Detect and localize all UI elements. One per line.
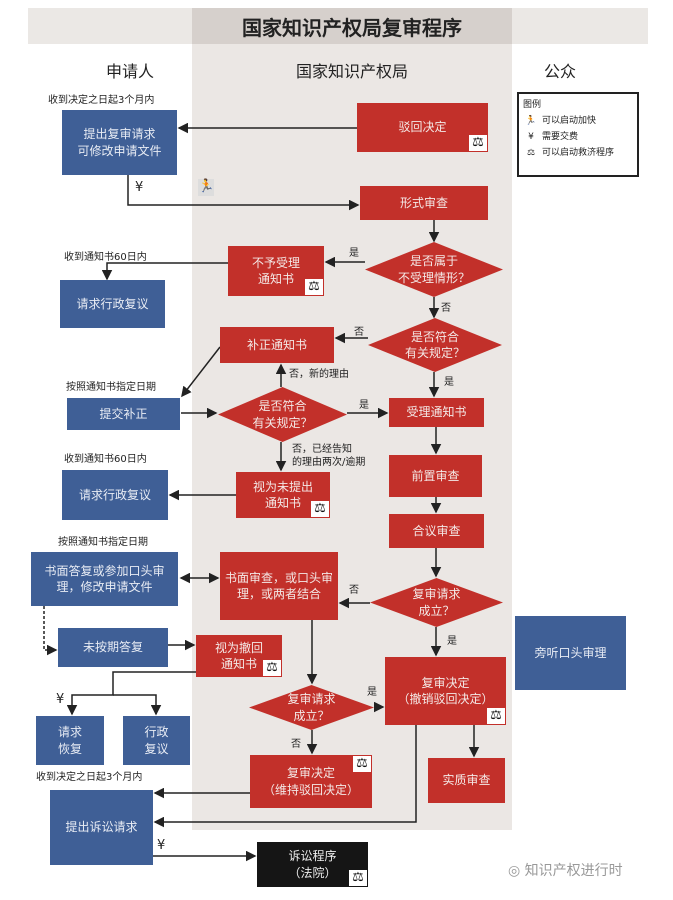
formal-exam-box[interactable]: 形式审查 <box>360 186 488 220</box>
edge-label-no: 否 <box>441 303 451 314</box>
written-or-oral-exam-box[interactable]: 书面审查，或口头审理，或两者结合 <box>220 552 338 620</box>
box-label: 不予受理 通知书 <box>251 255 300 286</box>
rejection-decision-box[interactable]: 驳回决定 ⚖ <box>357 103 488 152</box>
page-title: 国家知识产权局复审程序 <box>242 16 462 40</box>
watermark-text: 知识产权进行时 <box>524 863 623 879</box>
legend-title: 图例 <box>523 100 542 110</box>
box-label: 复审决定 （维持驳回决定） <box>262 766 359 797</box>
caption-within-3-months: 收到决定之日起3个月内 <box>48 95 155 106</box>
edge-label-no: 否 <box>349 585 359 596</box>
deemed-not-filed-box[interactable]: 视为未提出 通知书⚖ <box>236 472 330 518</box>
decision-uphold-box[interactable]: 复审决定 （维持驳回决定）⚖ <box>250 755 372 808</box>
runner-icon: 🏃 <box>198 179 215 196</box>
runner-icon: 🏃 <box>525 116 537 126</box>
edge-label-yes: 是 <box>349 248 359 259</box>
admin-review-box[interactable]: 请求行政复议 <box>62 470 168 520</box>
legend-item: ⚖ 可以启动救济程序 <box>523 145 633 161</box>
legend-label: 需要交费 <box>542 132 579 142</box>
box-label: 驳回决定 <box>398 120 447 135</box>
edge-label-yes: 是 <box>367 687 377 698</box>
column-header-applicant: 申请人 <box>105 62 154 81</box>
decision-revoke-box[interactable]: 复审决定 （撤销驳回决定） ⚖ <box>385 657 506 725</box>
attend-oral-hearing-box[interactable]: 旁听口头审理 <box>515 616 626 690</box>
legend-item: ¥ 需要交费 <box>523 129 633 145</box>
edge-label-no-new-reason: 否，新的理由 <box>289 369 349 380</box>
file-lawsuit-box[interactable]: 提出诉讼请求 <box>50 790 153 865</box>
yen-icon: ¥ <box>135 180 144 195</box>
wechat-icon: ◎ <box>508 863 525 879</box>
submit-reexam-box[interactable]: 提出复审请求 可修改申请文件 <box>62 110 177 175</box>
column-header-public: 公众 <box>543 62 576 81</box>
title-band-center <box>192 8 512 44</box>
edge-label-no-twice: 否，已经告知 的理由两次/逾期 <box>292 444 366 468</box>
scales-icon: ⚖ <box>263 660 281 676</box>
submit-correction-box[interactable]: 提交补正 <box>67 398 180 430</box>
yen-icon: ¥ <box>56 692 65 707</box>
legend-label: 可以启动加快 <box>542 116 597 126</box>
yen-icon: ¥ <box>528 132 534 142</box>
legend-item: 🏃 可以启动加快 <box>523 113 633 129</box>
acceptance-notice-box[interactable]: 受理通知书 <box>389 398 484 427</box>
admin-review-box[interactable]: 请求行政复议 <box>60 280 165 328</box>
box-label: 复审决定 （撤销驳回决定） <box>397 675 494 706</box>
admin-review-box[interactable]: 行政 复议 <box>123 716 190 765</box>
scales-icon: ⚖ <box>305 279 323 295</box>
request-restore-box[interactable]: 请求 恢复 <box>36 716 104 765</box>
legend: 图例 🏃 可以启动加快 ¥ 需要交费 ⚖ 可以启动救济程序 <box>517 92 639 177</box>
pre-exam-box[interactable]: 前置审查 <box>389 455 482 497</box>
caption-within-60-days: 收到通知书60日内 <box>64 454 147 465</box>
substantive-exam-box[interactable]: 实质审查 <box>428 758 505 803</box>
scales-icon: ⚖ <box>487 708 505 724</box>
box-label: 诉讼程序 （法院） <box>288 849 337 880</box>
scales-icon: ⚖ <box>349 870 367 886</box>
caption-by-deadline: 按照通知书指定日期 <box>58 537 148 548</box>
edge-label-no: 否 <box>354 327 364 338</box>
edge-label-no: 否 <box>291 739 301 750</box>
scales-icon: ⚖ <box>469 135 487 151</box>
box-label: 视为未提出 通知书 <box>252 479 313 510</box>
box-label: 视为撤回 通知书 <box>214 640 263 671</box>
column-header-office: 国家知识产权局 <box>295 62 408 81</box>
caption-within-3-months: 收到决定之日起3个月内 <box>36 772 143 783</box>
caption-within-60-days: 收到通知书60日内 <box>64 252 147 263</box>
scales-icon: ⚖ <box>526 148 536 158</box>
edge-label-yes: 是 <box>447 636 457 647</box>
court-litigation-box[interactable]: 诉讼程序 （法院） ⚖ <box>257 842 368 887</box>
edge-label-yes: 是 <box>359 400 369 411</box>
not-accepted-notice-box[interactable]: 不予受理 通知书 ⚖ <box>228 246 324 296</box>
edge-label-yes: 是 <box>444 377 454 388</box>
legend-label: 可以启动救济程序 <box>542 148 615 158</box>
scales-icon: ⚖ <box>353 756 371 772</box>
scales-icon: ⚖ <box>311 501 329 517</box>
yen-icon: ¥ <box>157 838 166 853</box>
deemed-withdrawn-box[interactable]: 视为撤回 通知书⚖ <box>196 635 282 677</box>
collegial-exam-box[interactable]: 合议审查 <box>389 514 484 548</box>
no-timely-reply-box[interactable]: 未按期答复 <box>58 628 168 667</box>
correction-notice-box[interactable]: 补正通知书 <box>220 327 334 363</box>
watermark: ◎ 知识产权进行时 <box>508 860 623 880</box>
caption-by-deadline: 按照通知书指定日期 <box>66 382 156 393</box>
written-reply-box[interactable]: 书面答复或参加口头审理，修改申请文件 <box>31 552 178 606</box>
